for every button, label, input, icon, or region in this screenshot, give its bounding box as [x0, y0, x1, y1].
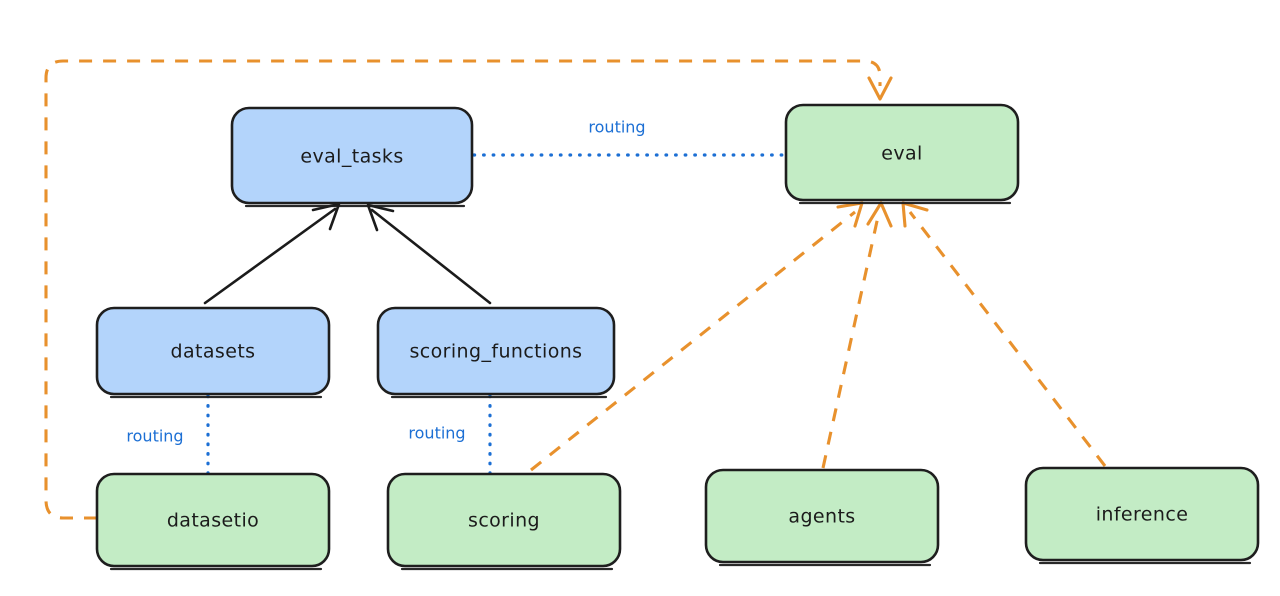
node-agents[interactable]: agents	[704, 468, 940, 567]
edge-agents-to-eval	[821, 201, 893, 469]
arrowhead-datasetio-eval	[867, 76, 893, 101]
node-eval-label: eval	[881, 143, 922, 165]
node-scoring-functions-box	[376, 306, 616, 396]
node-inference-label: inference	[1096, 504, 1189, 526]
node-inference[interactable]: inference	[1024, 466, 1260, 565]
node-agents-box	[704, 468, 940, 564]
node-agents-label: agents	[788, 506, 855, 528]
edge-path-scoring-eval	[530, 210, 856, 472]
node-datasetio-label: datasetio	[167, 510, 259, 532]
node-datasets-label: datasets	[171, 341, 256, 363]
edge-scoring-functions-to-eval-tasks	[366, 203, 492, 305]
edge-path-datasets-eval-tasks	[203, 207, 337, 305]
edge-datasets-to-eval-tasks	[203, 202, 341, 305]
arrowhead-agents-eval	[866, 201, 893, 228]
node-eval[interactable]: eval	[784, 103, 1020, 205]
node-scoring[interactable]: scoring	[386, 472, 622, 571]
edge-label-routing-scoring: routing	[408, 424, 465, 443]
node-scoring-functions-label: scoring_functions	[410, 341, 583, 363]
node-inference-box	[1024, 466, 1260, 562]
node-datasetio[interactable]: datasetio	[95, 472, 331, 571]
edge-path-datasetio-eval	[44, 59, 882, 520]
node-datasetio-box	[95, 472, 331, 568]
edge-path-scoring-functions-eval-tasks	[370, 208, 492, 305]
node-scoring-functions[interactable]: scoring_functions	[376, 306, 616, 399]
node-eval-tasks-box	[230, 106, 474, 205]
edge-datasets-to-datasetio: routing	[126, 394, 210, 476]
node-eval-box	[784, 103, 1020, 202]
edge-path-agents-eval	[821, 211, 881, 469]
arrowhead-inference-eval	[901, 201, 929, 228]
edge-scoring-functions-to-scoring: routing	[408, 394, 492, 476]
edge-datasetio-to-eval	[44, 59, 893, 520]
node-scoring-box	[386, 472, 622, 568]
node-eval-tasks[interactable]: eval_tasks	[230, 106, 474, 208]
edge-eval-tasks-to-eval: routing	[472, 118, 786, 157]
node-scoring-label: scoring	[468, 510, 540, 532]
edge-label-routing-datasets: routing	[126, 427, 183, 446]
node-eval-tasks-label: eval_tasks	[300, 146, 403, 168]
node-layer: eval_tasks eval datasets scoring_functio…	[95, 103, 1260, 571]
node-datasets-box	[95, 306, 331, 396]
node-datasets[interactable]: datasets	[95, 306, 331, 399]
edge-path-inference-eval	[908, 211, 1107, 467]
edge-inference-to-eval	[901, 201, 1107, 467]
edge-label-routing-eval: routing	[588, 118, 645, 137]
